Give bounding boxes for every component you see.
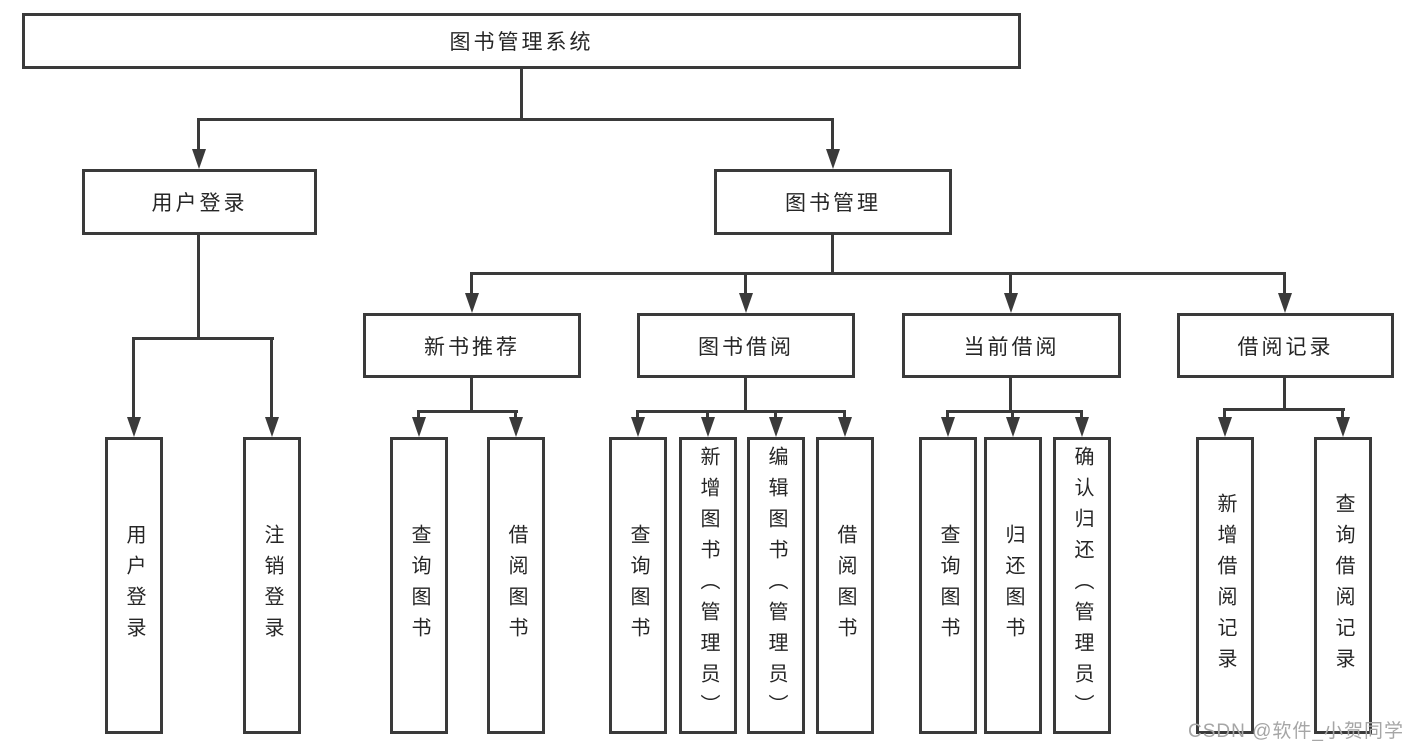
node-confirm-return-admin-label: 确认归还（管理员）: [1071, 446, 1093, 725]
node-root-label: 图书管理系统: [449, 31, 594, 54]
node-book-management-label: 图书管理: [785, 192, 881, 215]
connector-line: [197, 118, 200, 149]
arrow-down-icon: [769, 417, 783, 437]
connector-line: [1283, 378, 1286, 408]
arrow-down-icon: [1336, 417, 1350, 437]
arrow-down-icon: [509, 417, 523, 437]
node-root: 图书管理系统: [22, 13, 1021, 69]
node-borrow-books-recommend: 借阅图书: [487, 437, 545, 734]
node-logout-action: 注销登录: [243, 437, 301, 734]
node-add-borrow-record: 新增借阅记录: [1196, 437, 1254, 734]
connector-line: [520, 69, 523, 118]
node-return-books: 归还图书: [984, 437, 1042, 734]
arrow-down-icon: [1278, 293, 1292, 313]
connector-line: [1009, 378, 1012, 410]
node-query-books-borrow-label: 查询图书: [627, 523, 649, 648]
arrow-down-icon: [192, 149, 206, 169]
connector-line: [417, 410, 518, 413]
connector-line: [843, 410, 846, 417]
arrow-down-icon: [265, 417, 279, 437]
connector-line: [197, 118, 834, 121]
node-current-borrow-label: 当前借阅: [963, 335, 1060, 359]
connector-line: [1223, 408, 1226, 417]
csdn-watermark: CSDN @软件_小贺同学: [1188, 721, 1404, 742]
node-new-book-recommend-label: 新书推荐: [424, 335, 520, 359]
connector-line: [744, 272, 747, 293]
node-query-books-current: 查询图书: [919, 437, 977, 734]
node-current-borrow: 当前借阅: [902, 313, 1121, 378]
connector-line: [1009, 272, 1012, 293]
node-logout-action-label: 注销登录: [261, 523, 283, 648]
node-borrow-books-recommend-label: 借阅图书: [505, 523, 527, 648]
node-borrow-records: 借阅记录: [1177, 313, 1394, 378]
node-user-login-action: 用户登录: [105, 437, 163, 734]
node-edit-books-admin: 编辑图书（管理员）: [747, 437, 805, 734]
connector-line: [132, 337, 135, 417]
connector-line: [470, 378, 473, 410]
connector-line: [270, 337, 273, 417]
connector-line: [636, 410, 639, 417]
node-add-books-admin: 新增图书（管理员）: [679, 437, 737, 734]
connector-line: [417, 410, 420, 417]
node-book-management: 图书管理: [714, 169, 952, 235]
connector-line: [1283, 272, 1286, 293]
arrow-down-icon: [838, 417, 852, 437]
arrow-down-icon: [465, 293, 479, 313]
arrow-down-icon: [701, 417, 715, 437]
node-user-login-action-label: 用户登录: [123, 523, 145, 648]
arrow-down-icon: [127, 417, 141, 437]
connector-line: [946, 410, 949, 417]
node-query-books-recommend-label: 查询图书: [408, 523, 430, 648]
node-confirm-return-admin: 确认归还（管理员）: [1053, 437, 1111, 734]
arrow-down-icon: [1075, 417, 1089, 437]
connector-line: [1080, 410, 1083, 417]
node-borrow-records-label: 借阅记录: [1237, 335, 1334, 359]
arrow-down-icon: [1218, 417, 1232, 437]
node-query-borrow-record: 查询借阅记录: [1314, 437, 1372, 734]
arrow-down-icon: [1004, 293, 1018, 313]
node-query-books-current-label: 查询图书: [937, 523, 959, 648]
node-add-books-admin-label: 新增图书（管理员）: [697, 446, 719, 725]
connector-line: [774, 410, 777, 417]
arrow-down-icon: [739, 293, 753, 313]
arrow-down-icon: [941, 417, 955, 437]
connector-line: [514, 410, 517, 417]
arrow-down-icon: [631, 417, 645, 437]
node-query-books-borrow: 查询图书: [609, 437, 667, 734]
node-add-borrow-record-label: 新增借阅记录: [1214, 492, 1236, 679]
node-borrow-books: 借阅图书: [816, 437, 874, 734]
connector-line: [1223, 408, 1345, 411]
node-book-borrow-label: 图书借阅: [698, 335, 794, 359]
node-user-login-label: 用户登录: [151, 192, 248, 215]
node-query-books-recommend: 查询图书: [390, 437, 448, 734]
arrow-down-icon: [1006, 417, 1020, 437]
arrow-down-icon: [826, 149, 840, 169]
connector-line: [1011, 410, 1014, 417]
arrow-down-icon: [412, 417, 426, 437]
node-query-borrow-record-label: 查询借阅记录: [1332, 492, 1354, 679]
connector-line: [197, 235, 200, 337]
connector-line: [831, 235, 834, 272]
connector-line: [744, 378, 747, 410]
connector-line: [470, 272, 1286, 275]
connector-line: [636, 410, 846, 413]
connector-line: [132, 337, 274, 340]
node-book-borrow: 图书借阅: [637, 313, 855, 378]
connector-line: [470, 272, 473, 293]
connector-line: [1341, 408, 1344, 417]
node-borrow-books-label: 借阅图书: [834, 523, 856, 648]
node-return-books-label: 归还图书: [1002, 523, 1024, 648]
connector-line: [706, 410, 709, 417]
connector-line: [831, 118, 834, 149]
connector-line: [946, 410, 1083, 413]
node-edit-books-admin-label: 编辑图书（管理员）: [765, 446, 787, 725]
node-new-book-recommend: 新书推荐: [363, 313, 581, 378]
node-user-login: 用户登录: [82, 169, 317, 235]
